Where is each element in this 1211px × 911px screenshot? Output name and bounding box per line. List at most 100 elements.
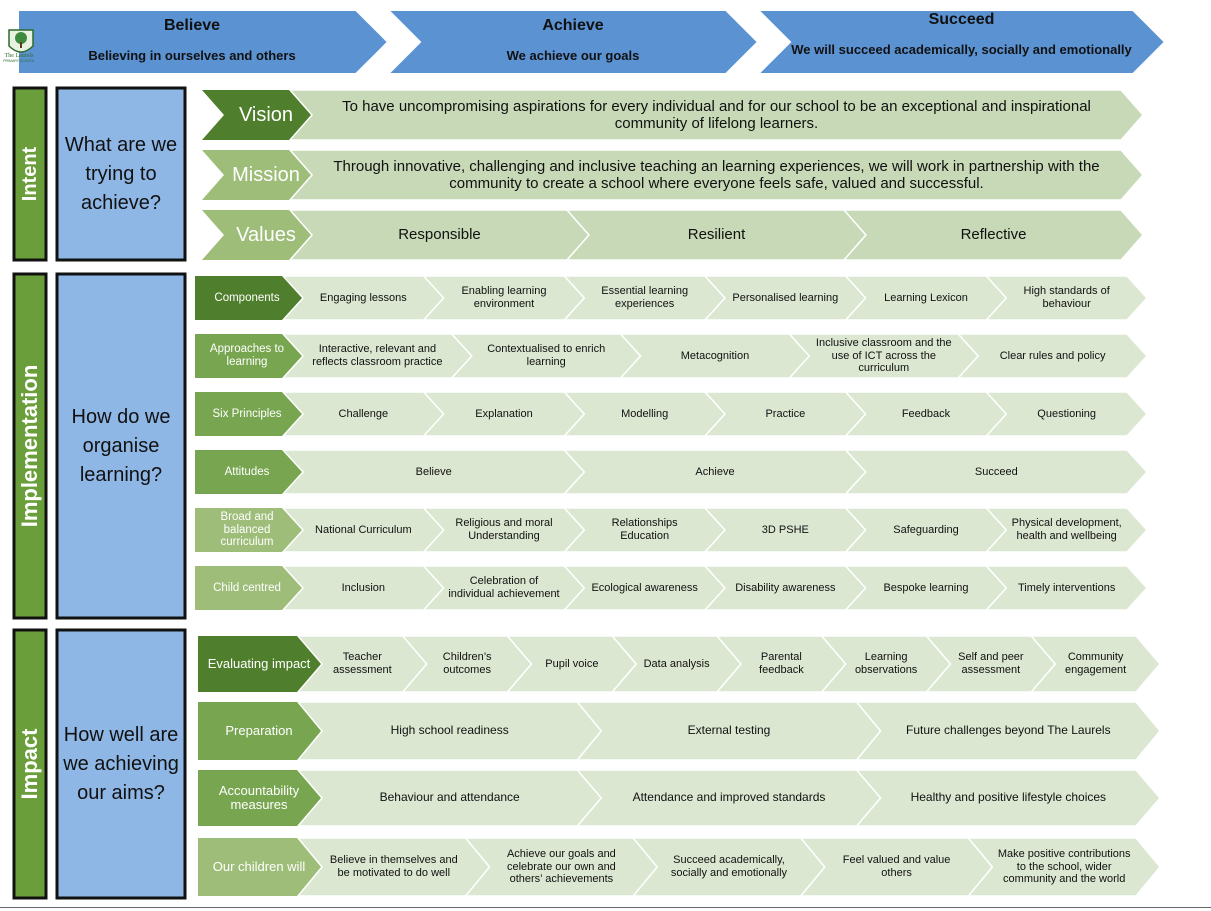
header-chevron [755, 9, 1167, 75]
row-item: Parental feedback [759, 651, 804, 676]
row-item: Make positive contributions to the schoo… [997, 848, 1131, 886]
row-item: National Curriculum [315, 523, 412, 536]
row-item: Data analysis [643, 657, 710, 670]
row-item: Reflective [960, 226, 1027, 244]
row-item: Attendance and improved standards [632, 790, 826, 805]
row-label-chevron [195, 450, 317, 494]
section-label: Implementation [17, 364, 42, 528]
row-item-chevron [1029, 635, 1161, 693]
row-label: Evaluating impact [207, 655, 311, 671]
row-item: Future challenges beyond The Laurels [906, 723, 1111, 738]
row-item: Feel valued and value others [842, 854, 951, 879]
row-label: Values [236, 224, 296, 246]
row-label-chevron [195, 334, 317, 378]
row-item: Enabling learning environment [461, 285, 547, 310]
row-item: Self and peer assessment [958, 651, 1024, 676]
section-question-box [55, 628, 187, 900]
row-item: Inclusion [341, 581, 386, 594]
section-label: Impact [17, 728, 42, 800]
school-logo-tree-icon [3, 24, 39, 62]
row-label: Mission [232, 164, 300, 186]
row-label-chevron [198, 636, 344, 692]
row-item: Achieve [695, 465, 735, 478]
row-item: High standards of behaviour [1023, 285, 1110, 310]
row-item-chevron [855, 701, 1161, 761]
row-item: Physical development, health and wellbei… [1011, 517, 1122, 542]
row-item: Essential learning experiences [601, 285, 689, 310]
header-title: Achieve [542, 16, 604, 34]
row-label-chevron [195, 276, 317, 320]
section-question-box [55, 272, 187, 620]
row-item-chevron [984, 565, 1149, 611]
row-item: Interactive, relevant and reflects class… [312, 343, 443, 368]
row-item-chevron [984, 275, 1149, 321]
row-item: High school readiness [390, 723, 509, 738]
header-title: Succeed [928, 10, 995, 28]
row-item: Celebration of individual achievement [448, 575, 560, 600]
row-item-chevron [966, 837, 1161, 897]
row-item: Through innovative, challenging and incl… [333, 157, 1100, 192]
row-item: Responsible [398, 226, 481, 244]
row-item: Children’s outcomes [442, 651, 492, 676]
section-label-bar [12, 628, 48, 900]
row-item: Disability awareness [735, 581, 836, 594]
row-item: Metacognition [680, 349, 750, 362]
row-item: Believe in themselves and be motivated t… [329, 854, 458, 879]
row-item: Religious and moral Understanding [455, 517, 553, 542]
section-label: Intent [18, 146, 41, 202]
row-item: Challenge [338, 407, 389, 420]
row-label: Accountability measures [218, 782, 300, 812]
row-label: Child centred [213, 581, 281, 594]
row-label-chevron [195, 508, 317, 552]
row-item: External testing [687, 723, 771, 738]
row-label: Components [214, 291, 280, 304]
row-item: Explanation [475, 407, 533, 420]
row-item: Learning Lexicon [884, 291, 968, 304]
row-item: Learning observations [854, 651, 918, 676]
row-label-chevron [202, 90, 330, 140]
section-question: What are we trying to achieve? [64, 133, 178, 214]
row-item: Behaviour and attendance [379, 790, 520, 805]
header-chevron [17, 9, 390, 75]
row-item-chevron [855, 769, 1161, 827]
row-item: Teacher assessment [333, 651, 392, 676]
row-label: Our children will [212, 858, 306, 874]
section-question: How do we organise learning? [71, 405, 171, 486]
row-item-chevron [984, 391, 1149, 437]
row-item: Feedback [901, 407, 951, 420]
row-label-chevron [195, 566, 317, 610]
row-label: Six Principles [212, 407, 282, 420]
row-item: Inclusive classroom and the use of ICT a… [815, 337, 952, 375]
row-item-chevron [984, 507, 1149, 553]
row-item: 3D PSHE [761, 523, 809, 536]
row-item: Engaging lessons [319, 291, 407, 304]
row-item: Personalised learning [732, 291, 839, 304]
row-item: Contextualised to enrich learning [487, 343, 606, 368]
section-label-bar [12, 86, 48, 262]
row-item: Believe [415, 465, 452, 478]
row-label-chevron [202, 210, 330, 260]
row-label: Broad and balanced curriculum [220, 511, 274, 549]
row-item: Pupil voice [545, 657, 599, 670]
row-item: Ecological awareness [591, 581, 698, 594]
row-label-chevron [195, 392, 317, 436]
row-item: Succeed [974, 465, 1018, 478]
row-item: Practice [765, 407, 806, 420]
row-item: Clear rules and policy [999, 349, 1106, 362]
row-label: Preparation [225, 722, 293, 738]
row-label: Attitudes [224, 465, 270, 478]
row-label-chevron [198, 838, 344, 896]
row-label-chevron [198, 770, 344, 826]
row-item-chevron [843, 449, 1149, 495]
row-item: Safeguarding [893, 523, 959, 536]
row-item: Bespoke learning [883, 581, 969, 594]
row-label-chevron [198, 702, 344, 760]
section-question-box [55, 86, 187, 262]
row-item: Succeed academically, socially and emoti… [670, 854, 788, 879]
row-item: Achieve our goals and celebrate our own … [506, 848, 616, 886]
row-item: Modelling [621, 407, 669, 420]
header-subtitle: We will succeed academically, socially a… [791, 41, 1132, 57]
section-label-bar [12, 272, 48, 620]
